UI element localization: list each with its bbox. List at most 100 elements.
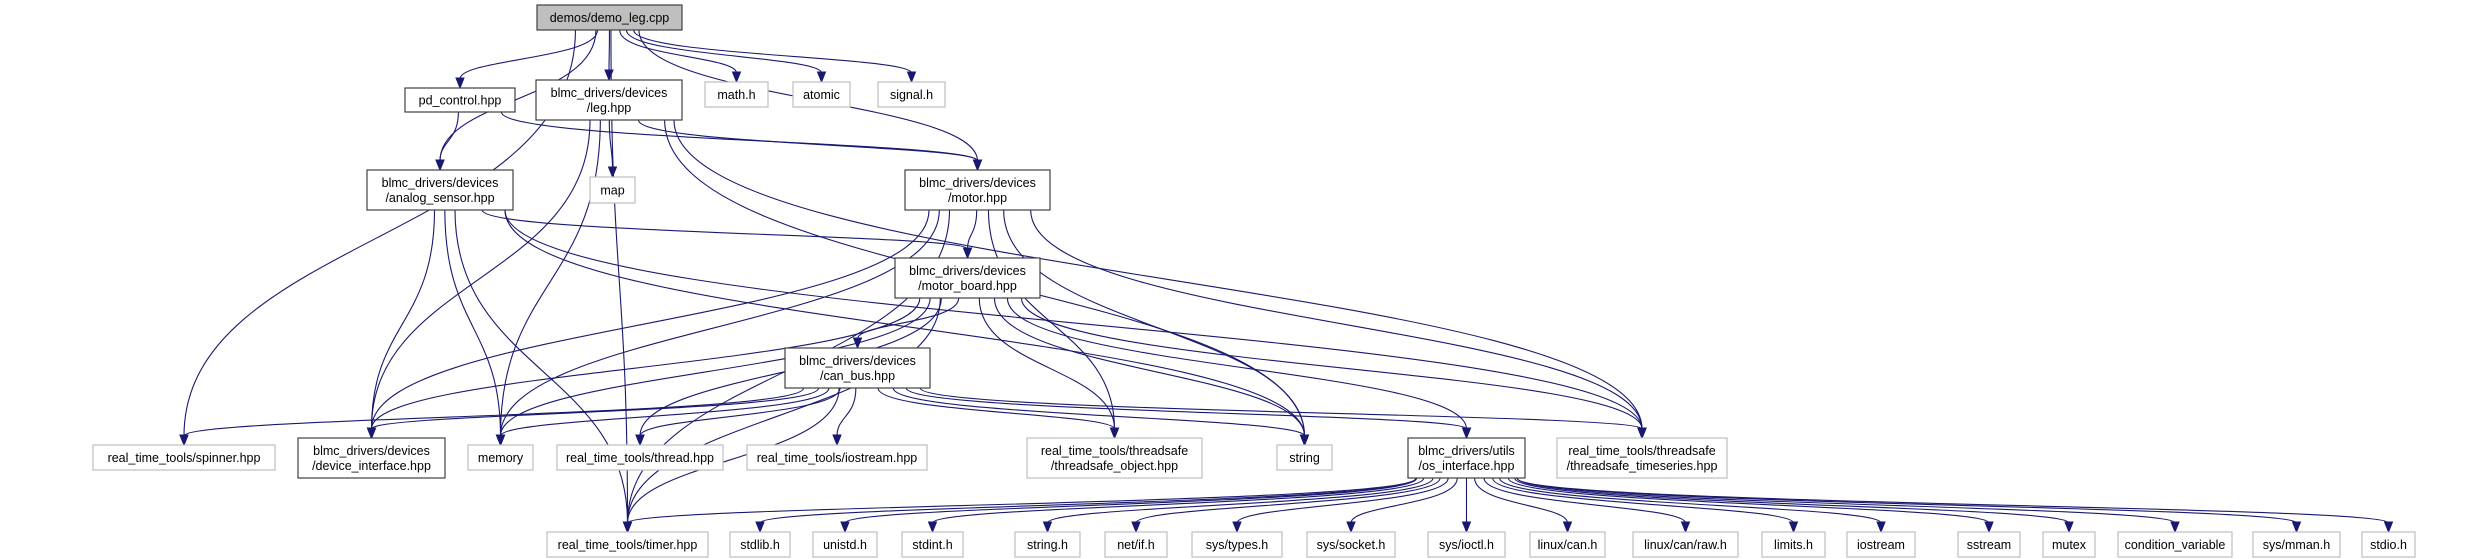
node-box	[1014, 531, 1081, 558]
edge-motor-to-string	[1003, 209, 1310, 447]
node-label: string	[1289, 451, 1320, 465]
edge-leg-to-map	[607, 119, 618, 179]
edge-motor-to-memory	[495, 209, 940, 447]
arrowhead-icon	[1461, 427, 1472, 440]
arrowhead-icon	[1788, 521, 1799, 534]
edge-os_interface-to-limits_h	[1492, 477, 1799, 534]
node-box	[877, 81, 946, 108]
node-threadsafe-timeseries: real_time_tools/threadsafe/threadsafe_ti…	[1556, 437, 1728, 479]
node-label: /can_bus.hpp	[820, 369, 895, 383]
arrowhead-icon	[1042, 521, 1053, 534]
arrowhead-icon	[1346, 521, 1356, 534]
arrowhead-icon	[1680, 521, 1691, 534]
node-box	[1632, 531, 1739, 558]
node-stdint-h: stdint.h	[901, 531, 964, 558]
node-iostream: iostream	[1846, 531, 1916, 558]
arrowhead-icon	[1461, 521, 1472, 534]
node-label: condition_variable	[2125, 538, 2226, 552]
node-net-if-h: net/if.h	[1104, 531, 1168, 558]
arrowhead-icon	[840, 521, 850, 534]
node-leg[interactable]: blmc_drivers/devices/leg.hpp	[535, 79, 683, 121]
node-label: blmc_drivers/devices	[382, 176, 499, 190]
node-box	[1427, 531, 1506, 558]
node-label: net/if.h	[1117, 538, 1155, 552]
node-box	[366, 169, 514, 211]
node-box	[1026, 437, 1203, 479]
arrowhead-icon	[816, 71, 827, 84]
arrowhead-icon	[607, 166, 618, 179]
edge-os_interface-to-stdlib_h	[755, 477, 1417, 534]
node-box	[535, 79, 683, 121]
node-label: blmc_drivers/utils	[1418, 444, 1515, 458]
edge-demo_leg-to-signal_h	[633, 29, 917, 84]
edge-can_bus-to-threadsafe_object	[877, 387, 1120, 440]
node-label: real_time_tools/timer.hpp	[558, 538, 698, 552]
node-analog-sensor[interactable]: blmc_drivers/devices/analog_sensor.hpp	[366, 169, 514, 211]
node-label: stdint.h	[912, 538, 952, 552]
node-label: /threadsafe_timeseries.hpp	[1567, 459, 1718, 473]
edge-can_bus-to-device_interface	[366, 387, 820, 440]
node-demo-leg[interactable]: demos/demo_leg.cpp	[536, 4, 683, 31]
node-label: /leg.hpp	[587, 101, 632, 115]
edge-analog_sensor-to-memory	[444, 209, 506, 447]
arrowhead-icon	[1876, 521, 1886, 534]
node-device-interface[interactable]: blmc_drivers/devices/device_interface.hp…	[297, 437, 446, 479]
edge-os_interface-to-stdio_h	[1516, 477, 2394, 534]
node-label: blmc_drivers/devices	[313, 444, 430, 458]
node-stdio-h: stdio.h	[2361, 531, 2416, 558]
node-box	[467, 444, 534, 471]
node-label: blmc_drivers/devices	[799, 354, 916, 368]
node-label: mutex	[2052, 538, 2087, 552]
node-box	[92, 444, 276, 471]
arrowhead-icon	[1299, 434, 1310, 447]
node-os-interface[interactable]: blmc_drivers/utils/os_interface.hpp	[1407, 437, 1526, 479]
arrowhead-icon	[635, 434, 645, 447]
edge-leg-to-motor	[637, 119, 983, 172]
arrowhead-icon	[1984, 521, 1994, 534]
edge-can_bus-to-os_interface	[905, 387, 1472, 440]
node-string-h: string.h	[1014, 531, 1081, 558]
node-box	[589, 176, 636, 204]
node-pd-control[interactable]: pd_control.hpp	[404, 87, 516, 113]
arrowhead-icon	[962, 247, 973, 260]
arrowhead-icon	[906, 71, 917, 84]
edge-can_bus-to-rt_iostream	[832, 387, 857, 447]
edge-motor_board-to-can_bus	[852, 297, 960, 350]
node-box	[2361, 531, 2416, 558]
node-box	[704, 81, 769, 108]
arrowhead-icon	[2170, 521, 2180, 534]
node-box	[1846, 531, 1916, 558]
node-linux-can-raw-h: linux/can/raw.h	[1632, 531, 1739, 558]
node-label: sys/mman.h	[2263, 538, 2330, 552]
node-box	[812, 531, 878, 558]
node-box	[901, 531, 964, 558]
node-box	[1306, 531, 1396, 558]
node-label: atomic	[803, 88, 840, 102]
edge-os_interface-to-linux_can_h	[1474, 477, 1573, 534]
arrowhead-icon	[1131, 521, 1141, 534]
edge-motor-to-threadsafe_timeseries	[1030, 209, 1647, 440]
node-label: blmc_drivers/devices	[909, 264, 1026, 278]
node-motor-board[interactable]: blmc_drivers/devices/motor_board.hpp	[894, 257, 1041, 299]
arrowhead-icon	[435, 159, 445, 172]
arrowhead-icon	[366, 427, 377, 440]
node-box	[297, 437, 446, 479]
arrowhead-icon	[2291, 521, 2302, 534]
node-label: /os_interface.hpp	[1419, 459, 1515, 473]
node-box	[746, 444, 928, 471]
node-spinner: real_time_tools/spinner.hpp	[92, 444, 276, 471]
edge-demo_leg-to-spinner	[179, 29, 577, 447]
node-can-bus[interactable]: blmc_drivers/devices/can_bus.hpp	[784, 347, 931, 389]
node-box	[1407, 437, 1526, 479]
node-label: real_time_tools/spinner.hpp	[108, 451, 261, 465]
edge-can_bus-to-memory	[495, 387, 830, 447]
node-label: sys/socket.h	[1317, 538, 1386, 552]
node-box	[2042, 531, 2096, 558]
edge-can_bus-to-threadsafe_timeseries	[919, 387, 1647, 440]
edge-os_interface-to-sstream	[1507, 477, 1994, 534]
node-sys-types-h: sys/types.h	[1191, 531, 1283, 558]
node-label: sys/types.h	[1206, 538, 1269, 552]
node-box	[729, 531, 791, 558]
node-motor[interactable]: blmc_drivers/devices/motor.hpp	[904, 169, 1051, 211]
